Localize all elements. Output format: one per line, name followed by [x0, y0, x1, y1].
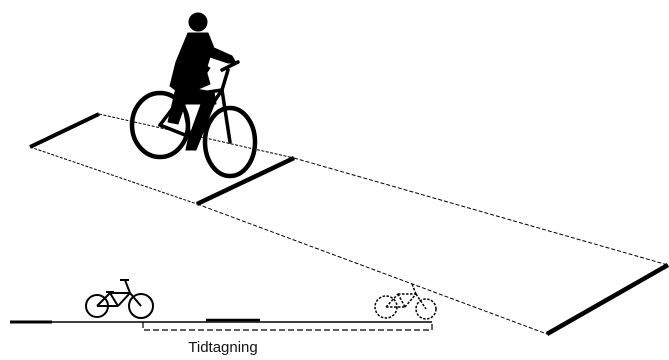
timing-bracket [142, 322, 433, 331]
start-line [29, 112, 100, 149]
rider-torso [169, 32, 237, 93]
rider-leg-back [167, 87, 189, 125]
rider-leg-shin [185, 95, 217, 151]
rider-arm [185, 35, 211, 75]
front-wheel [202, 105, 258, 179]
cyclist [129, 12, 258, 179]
track-edge-lower [29, 146, 198, 205]
timing-caption: Tidtagning [188, 339, 258, 356]
rider [167, 12, 237, 151]
track-end-line [545, 263, 669, 336]
small-bicycle-start [85, 279, 154, 319]
finish-line [196, 155, 295, 207]
track-edge-lower-extended [196, 203, 548, 335]
track-edge-upper-extended [293, 157, 669, 266]
small-bicycle-finish [374, 283, 437, 320]
timing-track [29, 112, 669, 336]
timing-side-view [10, 279, 437, 331]
rider-head [188, 12, 208, 32]
